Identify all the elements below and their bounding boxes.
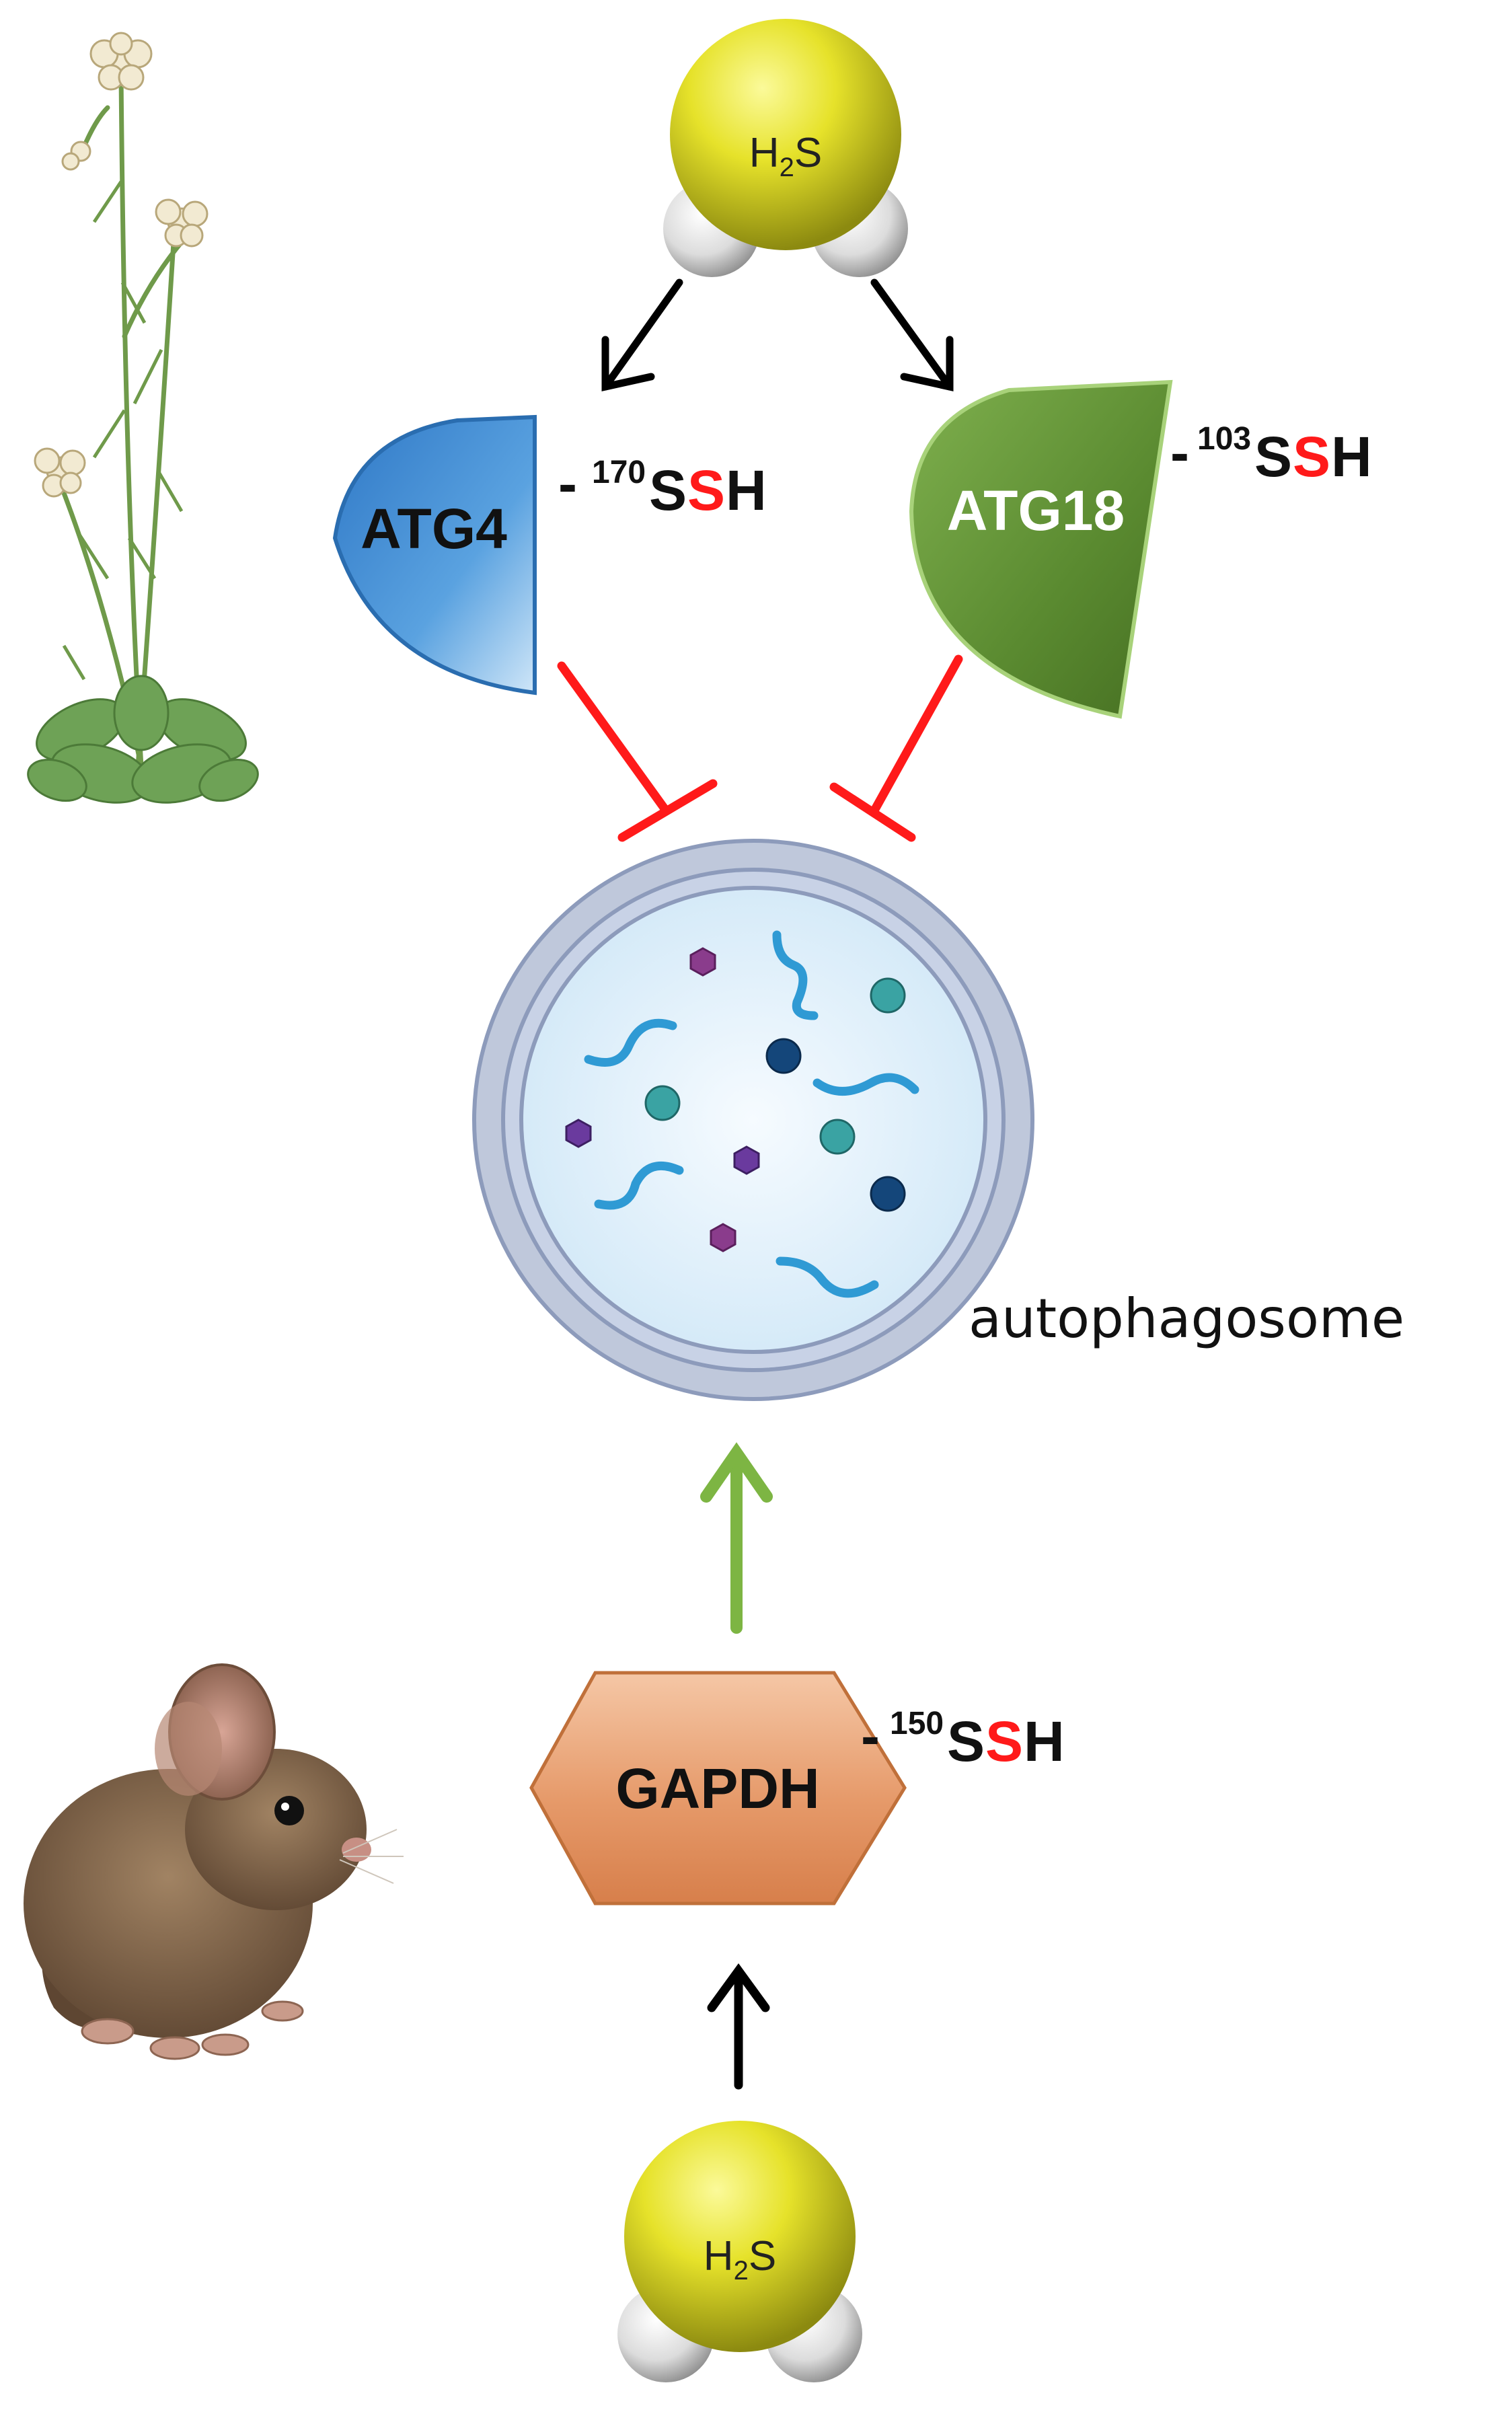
sulfur-atom [624, 2121, 856, 2352]
atg4-site-s2: S [687, 459, 725, 522]
gapdh-protein: GAPDH [529, 1671, 907, 1905]
h2s-label: H2S [704, 2233, 776, 2286]
arabidopsis-plant-icon [27, 32, 259, 804]
atg4-sulfhydration-site: - 170 S S H [558, 452, 767, 522]
h2s-molecule-bottom: H2S [617, 2121, 862, 2382]
gapdh-site-s1: S [947, 1710, 985, 1773]
gapdh-shape [529, 1671, 907, 1905]
atg18-sulfhydration-site: - 103 S S H [1170, 421, 1372, 488]
gapdh-label: GAPDH [615, 1757, 819, 1820]
h2s-label: H2S [749, 130, 822, 182]
mouse-icon [24, 1663, 404, 2060]
gapdh-site-h: H [1024, 1710, 1065, 1773]
atg18-protein: ATG18 [909, 379, 1173, 719]
atg18-site-h: H [1331, 425, 1372, 488]
autophagosome-cargo [565, 930, 919, 1298]
promotion-arrow-gapdh-autophagosome [700, 1442, 773, 1634]
atg18-shape [909, 379, 1173, 719]
atg18-site-dash: - [1170, 421, 1189, 484]
atg4-protein: ATG4 [332, 414, 537, 695]
autophagosome: autophagosome [472, 839, 1404, 1401]
gapdh-sulfhydration-site: - 150 S S H [861, 1704, 1065, 1773]
atg4-label: ATG4 [361, 497, 507, 560]
activation-arrow-to-atg18 [870, 278, 954, 391]
h2s-molecule-top: H2S [663, 19, 908, 277]
atg18-label: ATG18 [947, 479, 1125, 542]
atg4-site-s1: S [649, 459, 687, 522]
activation-arrow-to-atg4 [601, 278, 683, 391]
atg4-site-dash: - [558, 452, 577, 515]
atg18-site-s2: S [1293, 425, 1330, 488]
inhibition-atg18-autophagosome [829, 654, 963, 842]
atg18-site-s1: S [1254, 425, 1292, 488]
gapdh-site-dash: - [861, 1704, 880, 1768]
gapdh-site-s2: S [985, 1710, 1023, 1773]
atg4-site-h: H [726, 459, 767, 522]
gapdh-site-number: 150 [890, 1706, 944, 1741]
autophagosome-lumen [519, 886, 987, 1354]
atg4-site-number: 170 [592, 455, 646, 490]
atg18-site-number: 103 [1197, 421, 1251, 457]
atg4-shape [332, 414, 537, 695]
sulfur-atom [670, 19, 901, 250]
activation-arrow-to-gapdh [707, 1963, 770, 2090]
inhibition-atg4-autophagosome [557, 661, 718, 842]
autophagosome-label: autophagosome [969, 1287, 1404, 1350]
